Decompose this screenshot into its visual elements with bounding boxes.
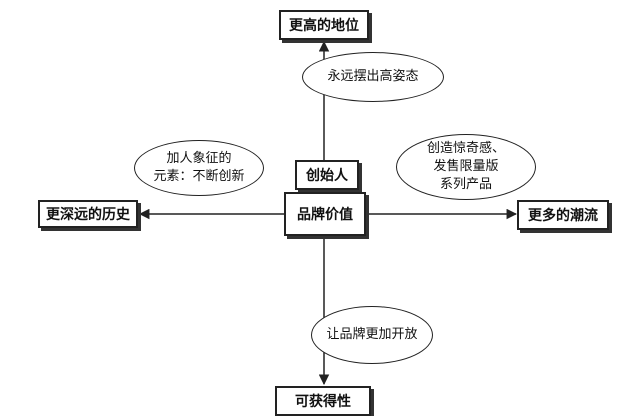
bottom-ellipse-text: 让品牌更加开放 <box>326 327 418 342</box>
left-goal-box: 更深远的历史 <box>38 200 138 228</box>
right-ellipse: 创造惊奇感、 发售限量版 系列产品 <box>396 134 536 200</box>
center-box: 品牌价值 <box>284 192 366 236</box>
top-ellipse-text: 永远摆出高姿态 <box>327 69 419 84</box>
right-goal-box: 更多的潮流 <box>517 200 609 230</box>
left-ellipse-text: 加人象征的 元素：不断创新 <box>153 151 245 184</box>
bottom-goal-box: 可获得性 <box>275 386 371 416</box>
top-ellipse: 永远摆出高姿态 <box>302 52 444 102</box>
brand-value-diagram: 更高的地位 永远摆出高姿态 加人象征的 元素：不断创新 创造惊奇感、 发售限量版… <box>38 10 609 416</box>
right-ellipse-text: 创造惊奇感、 发售限量版 系列产品 <box>426 141 505 192</box>
left-ellipse: 加人象征的 元素：不断创新 <box>134 140 264 196</box>
founder-box: 创始人 <box>295 160 359 190</box>
top-goal-box: 更高的地位 <box>279 10 369 40</box>
bottom-ellipse: 让品牌更加开放 <box>311 306 433 364</box>
